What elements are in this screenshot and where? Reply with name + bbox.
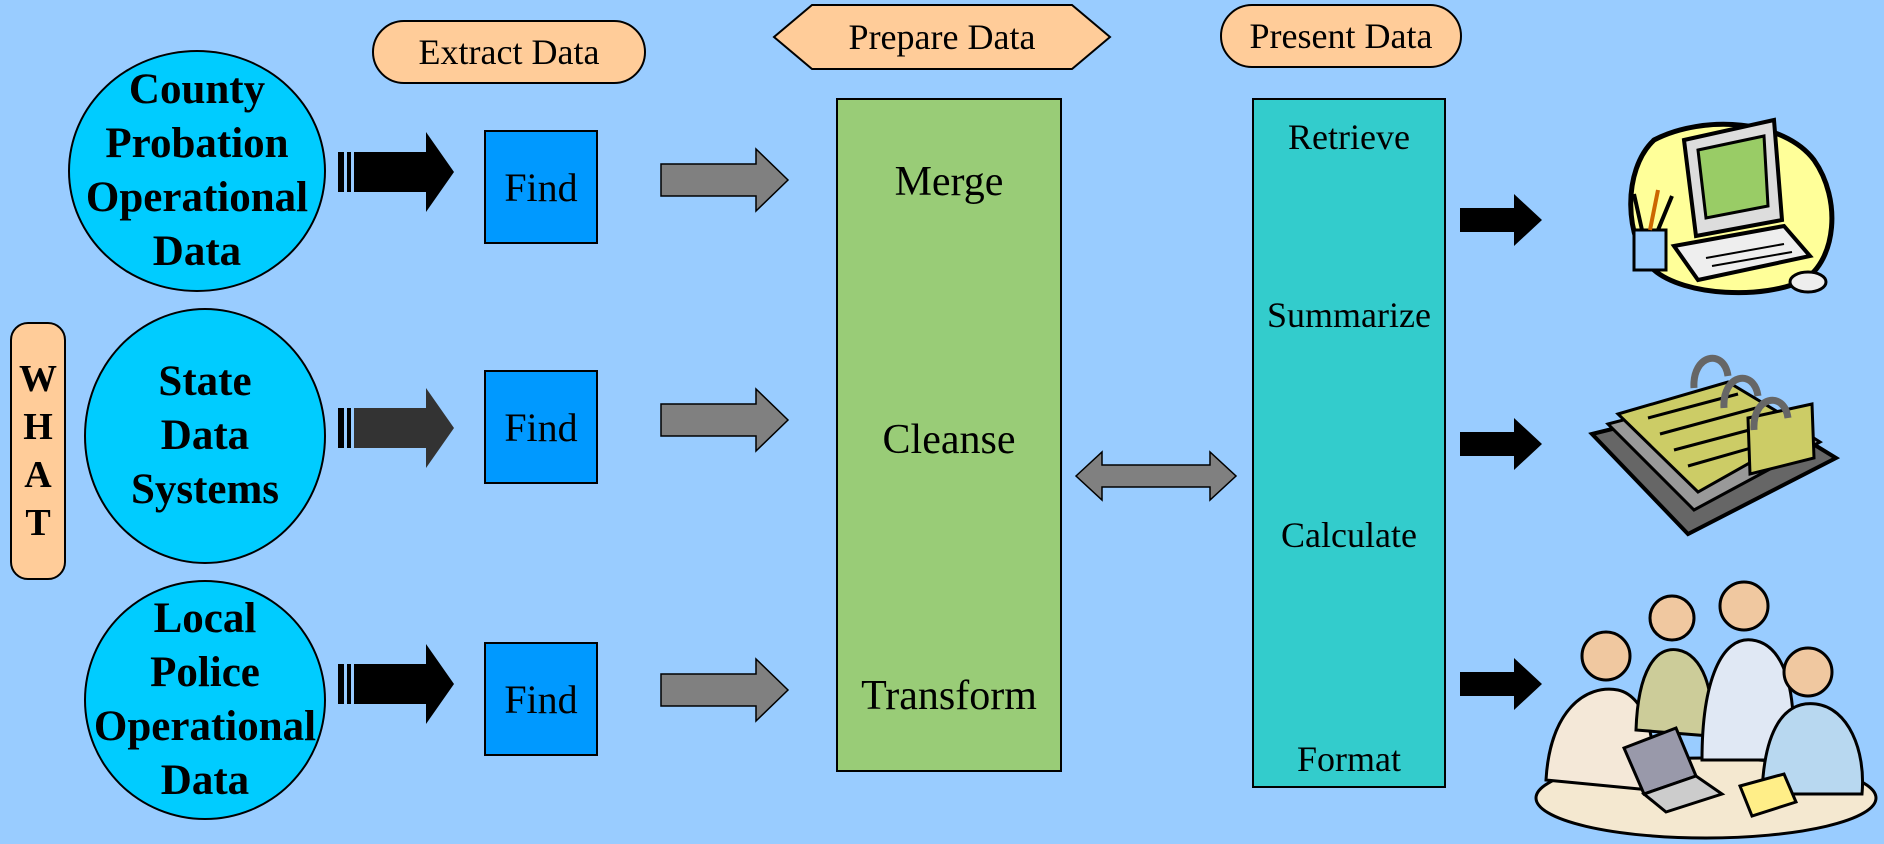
output-arrow-icon — [1460, 194, 1542, 246]
extract-data-header: Extract Data — [372, 20, 646, 84]
what-letter: H — [23, 406, 53, 448]
striped-arrow-icon — [338, 132, 454, 212]
what-label: W H A T — [10, 322, 66, 580]
striped-arrow-icon — [338, 388, 454, 468]
find-box: Find — [484, 130, 598, 244]
present-data-box: Retrieve Summarize Calculate Format — [1252, 98, 1446, 788]
step-cleanse: Cleanse — [882, 417, 1016, 463]
output-arrow-icon — [1460, 418, 1542, 470]
find-box: Find — [484, 370, 598, 484]
what-letter: T — [25, 502, 51, 544]
step-merge: Merge — [894, 159, 1004, 205]
source-local-police: Local Police Operational Data — [84, 580, 326, 820]
source-county-probation: County Probation Operational Data — [68, 50, 326, 292]
team-meeting-icon — [1534, 580, 1878, 840]
step-transform: Transform — [861, 673, 1037, 719]
step-calculate: Calculate — [1281, 515, 1417, 555]
step-format: Format — [1297, 739, 1401, 779]
present-data-header: Present Data — [1220, 4, 1462, 68]
gray-arrow-icon — [660, 657, 790, 723]
what-letter: A — [24, 454, 52, 496]
striped-arrow-icon — [338, 644, 454, 724]
what-letter: W — [19, 358, 57, 400]
step-summarize: Summarize — [1267, 295, 1431, 335]
gray-arrow-icon — [660, 387, 790, 453]
computer-icon — [1628, 117, 1835, 296]
find-box: Find — [484, 642, 598, 756]
prepare-data-hexagon — [772, 4, 1112, 70]
prepare-data-header: Prepare Data — [848, 17, 1036, 57]
gray-arrow-icon — [660, 147, 790, 213]
output-arrow-icon — [1460, 658, 1542, 710]
step-retrieve: Retrieve — [1288, 117, 1410, 157]
double-arrow-icon — [1074, 450, 1238, 502]
binder-icon — [1588, 354, 1841, 537]
prepare-data-box: Merge Cleanse Transform — [836, 98, 1062, 772]
source-state-data-systems: State Data Systems — [84, 308, 326, 564]
